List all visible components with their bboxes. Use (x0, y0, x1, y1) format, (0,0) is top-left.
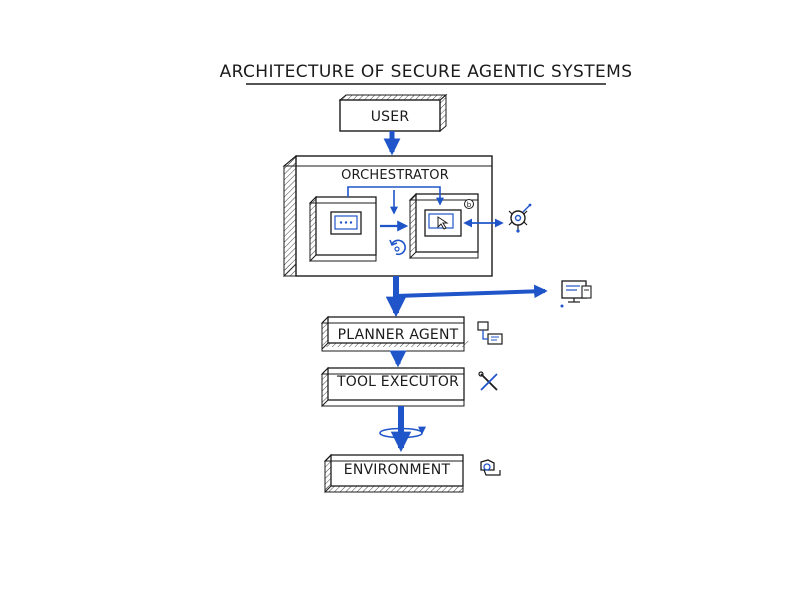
arrow-orch-loop (347, 186, 444, 206)
gear-probe-icon (508, 203, 532, 233)
cursor-window-icon (424, 209, 462, 237)
user-label: USER (371, 109, 410, 125)
crossed-tools-icon (478, 371, 498, 391)
environment-label: ENVIRONMENT (344, 462, 451, 478)
planner-label: PLANNER AGENT (338, 327, 459, 343)
orchestrator-node: ORCHESTRATOR (282, 154, 493, 278)
tool-executor-node: TOOL EXECUTOR (320, 366, 465, 408)
loop-arrow (379, 426, 426, 435)
arrow-orchestrator-monitor (395, 284, 548, 299)
user-node: USER (338, 93, 448, 133)
hand-gear-icon (480, 459, 501, 476)
policy-module: b (408, 192, 479, 260)
tool-executor-label: TOOL EXECUTOR (336, 374, 459, 390)
diagram-title: ARCHITECTURE OF SECURE AGENTIC SYSTEMS (220, 62, 633, 85)
badge-icon: b (464, 199, 474, 209)
loop-arrow-lower (379, 432, 423, 439)
planner-node: PLANNER AGENT (320, 315, 470, 352)
svg-text:b: b (467, 201, 472, 209)
diagram-title-text: ARCHITECTURE OF SECURE AGENTIC SYSTEMS (220, 62, 633, 82)
environment-node: ENVIRONMENT (323, 453, 464, 494)
refresh-icon (389, 239, 406, 256)
monitor-document-icon (560, 280, 592, 308)
chat-window-icon (330, 211, 362, 235)
flowchart-icon (477, 321, 503, 345)
chat-module (308, 195, 377, 263)
orchestrator-label: ORCHESTRATOR (341, 168, 449, 183)
